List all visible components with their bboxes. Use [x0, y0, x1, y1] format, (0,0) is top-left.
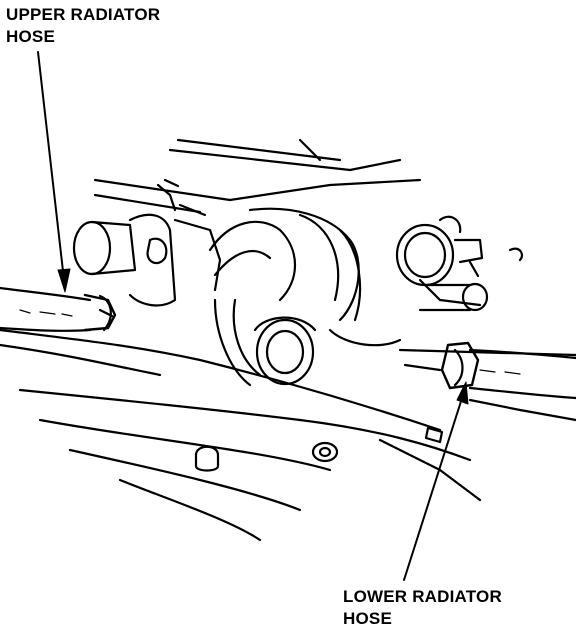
upper-radiator-hose-label: UPPER RADIATOR HOSE	[6, 4, 160, 48]
fittings	[98, 308, 444, 472]
lower-label-line2: HOSE	[343, 609, 392, 628]
upper-label-line2: HOSE	[6, 27, 55, 46]
upper-hose-leader-arrow	[37, 51, 71, 293]
thermostat-housing	[72, 178, 222, 307]
lower-label-line1: LOWER RADIATOR	[343, 587, 502, 606]
right-housing	[395, 215, 484, 287]
lower-radiator-hose	[440, 341, 576, 400]
engine-frame-lines	[0, 138, 576, 542]
upper-radiator-hose	[0, 286, 117, 332]
upper-label-line1: UPPER RADIATOR	[6, 5, 161, 24]
outlet-pipe	[418, 282, 489, 312]
lower-radiator-hose-label: LOWER RADIATOR HOSE	[343, 586, 502, 630]
intake-runners	[208, 207, 402, 387]
lower-hose-leader-arrow	[403, 381, 469, 581]
center-port	[253, 316, 317, 386]
